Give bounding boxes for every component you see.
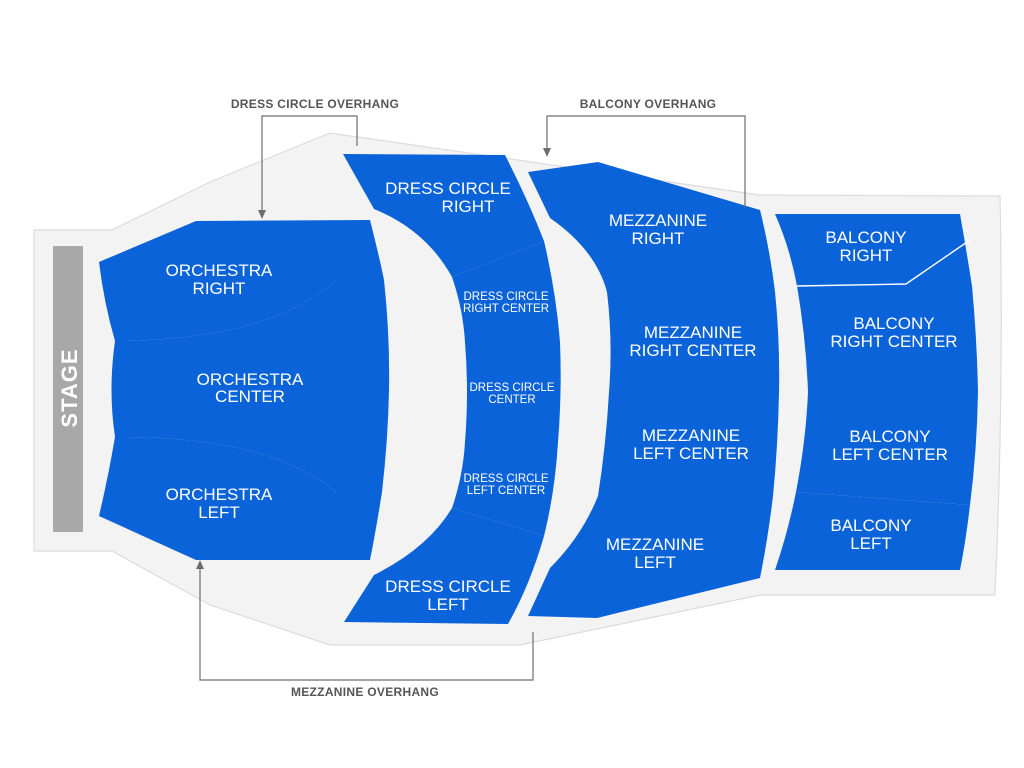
dress-circle-overhang-annotation: DRESS CIRCLE OVERHANG (231, 97, 399, 219)
mezzanine (528, 162, 780, 618)
balcony-right-label-1: BALCONY (825, 228, 906, 247)
dress-circle-left-center[interactable] (452, 442, 558, 536)
balcony-left-center[interactable] (796, 392, 978, 505)
balcony-left-label-1: BALCONY (830, 516, 911, 535)
mezzanine-overhang-line (199, 566, 534, 681)
mezzanine-overhang-arrow-icon (196, 560, 204, 569)
orchestra-right-label-2: RIGHT (193, 279, 246, 298)
mezzanine-left-label-2: LEFT (634, 553, 676, 572)
balcony-right-center-label-2: RIGHT CENTER (830, 332, 957, 351)
orchestra-center-label-2: CENTER (215, 387, 285, 406)
dress-circle-left[interactable] (344, 508, 544, 624)
dress-circle-right-center-label-1: DRESS CIRCLE (464, 291, 549, 303)
mezzanine-left-center-label-2: LEFT CENTER (633, 444, 749, 463)
balcony (775, 214, 978, 570)
mezzanine-right-label-1: MEZZANINE (609, 211, 707, 230)
dress-circle-overhang-label: DRESS CIRCLE OVERHANG (231, 97, 399, 111)
mezzanine-left-label-1: MEZZANINE (606, 535, 704, 554)
mezzanine-right-center-label-1: MEZZANINE (644, 323, 742, 342)
dress-circle-right-center[interactable] (452, 241, 560, 342)
orchestra-center[interactable] (111, 280, 390, 492)
orchestra-left-label-1: ORCHESTRA (166, 485, 273, 504)
dress-circle-right-label-1: DRESS CIRCLE (385, 179, 511, 198)
dress-circle-right-label-2: RIGHT (442, 197, 495, 216)
balcony-left-center-label-2: LEFT CENTER (832, 445, 948, 464)
balcony-overhang-arrow-icon (543, 148, 551, 157)
dress-circle-center[interactable] (465, 342, 561, 442)
balcony-right[interactable] (775, 214, 972, 286)
mezzanine-overhang-annotation: MEZZANINE OVERHANG (196, 560, 534, 699)
orchestra-right-label-1: ORCHESTRA (166, 261, 273, 280)
dress-circle (343, 154, 561, 624)
balcony-left[interactable] (775, 492, 970, 570)
dress-circle-center-label-1: DRESS CIRCLE (470, 382, 555, 394)
dress-circle-overhang-line (261, 115, 358, 214)
mezzanine-left-center-label-1: MEZZANINE (642, 426, 740, 445)
orchestra-left-label-2: LEFT (198, 503, 240, 522)
balcony-overhang-line (546, 115, 746, 208)
balcony-overhang-label: BALCONY OVERHANG (580, 97, 717, 111)
balcony-right-center-label-1: BALCONY (853, 314, 934, 333)
mezzanine-right[interactable] (528, 162, 775, 292)
dress-circle-left-label-2: LEFT (427, 595, 469, 614)
balcony-right-divider (796, 239, 971, 287)
section-labels: ORCHESTRA RIGHT ORCHESTRA CENTER ORCHEST… (166, 179, 958, 614)
dress-circle-center-label-2: CENTER (488, 394, 535, 406)
balcony-left-center-label-1: BALCONY (849, 427, 930, 446)
orchestra (99, 220, 390, 560)
dress-circle-right-center-label-2: RIGHT CENTER (463, 303, 549, 315)
balcony-left-label-2: LEFT (850, 534, 892, 553)
balcony-right-center[interactable] (797, 286, 978, 392)
dress-circle-overhang-arrow-icon (258, 210, 266, 219)
dress-circle-left-center-label-2: LEFT CENTER (467, 485, 545, 497)
balcony-right-label-2: RIGHT (840, 246, 893, 265)
orchestra-left[interactable] (99, 436, 382, 560)
orchestra-right[interactable] (99, 220, 384, 341)
dress-circle-left-label-1: DRESS CIRCLE (385, 577, 511, 596)
mezzanine-left-center[interactable] (598, 392, 779, 496)
orchestra-center-label-1: ORCHESTRA (197, 370, 304, 389)
stage-label: STAGE (57, 348, 82, 427)
mezzanine-right-center[interactable] (607, 292, 780, 392)
mezzanine-left[interactable] (528, 496, 773, 618)
dress-circle-right[interactable] (343, 154, 544, 277)
mezzanine-overhang-label: MEZZANINE OVERHANG (291, 685, 439, 699)
mezzanine-right-label-2: RIGHT (632, 229, 685, 248)
mezzanine-right-center-label-2: RIGHT CENTER (629, 341, 756, 360)
stage (53, 246, 83, 532)
balcony-overhang-annotation: BALCONY OVERHANG (543, 97, 746, 208)
dress-circle-left-center-label-1: DRESS CIRCLE (464, 473, 549, 485)
